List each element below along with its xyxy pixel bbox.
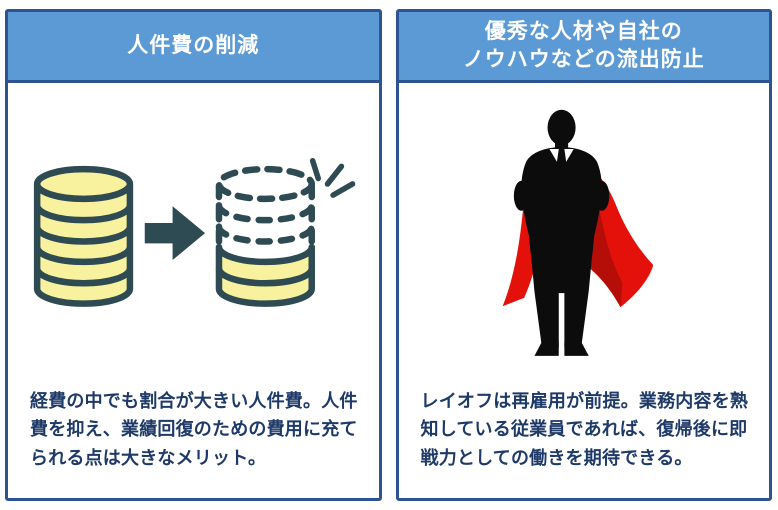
panel-title: 人件費の削減 xyxy=(127,34,260,58)
coin-stack-reduction-icon xyxy=(34,158,356,307)
coin-stack-reduction-illustration xyxy=(8,83,379,387)
coin-stack-full-icon xyxy=(34,165,134,307)
panel-body: レイオフは再雇用が前提。業務内容を熟知している従業員であれば、復帰後に即戦力とし… xyxy=(398,83,770,498)
tie xyxy=(557,148,567,186)
panel-title: 優秀な人材や自社の ノウハウなどの流出防止 xyxy=(462,20,705,71)
coin-stack-reduced-icon xyxy=(215,158,356,307)
caped-businessman-illustration xyxy=(399,83,770,387)
panel-labor-cost-reduction: 人件費の削減 xyxy=(5,9,382,501)
caped-businessman-icon xyxy=(502,109,654,356)
panel-header: 人件費の削減 xyxy=(8,12,379,83)
panel-talent-retention: 優秀な人材や自社の ノウハウなどの流出防止 xyxy=(395,9,772,501)
panel-header: 優秀な人材や自社の ノウハウなどの流出防止 xyxy=(398,12,769,83)
sparkle-icon xyxy=(310,158,356,198)
panel-description: レイオフは再雇用が前提。業務内容を熟知している従業員であれば、復帰後に即戦力とし… xyxy=(420,390,749,468)
businessman-silhouette xyxy=(514,109,610,356)
arrow-right-icon xyxy=(145,206,206,261)
panel-description: 経費の中でも割合が大きい人件費。人件費を抑え、業績回復のための費用に充てられる点… xyxy=(30,390,358,468)
panel-body: 経費の中でも割合が大きい人件費。人件費を抑え、業績回復のための費用に充てられる点… xyxy=(8,83,379,498)
